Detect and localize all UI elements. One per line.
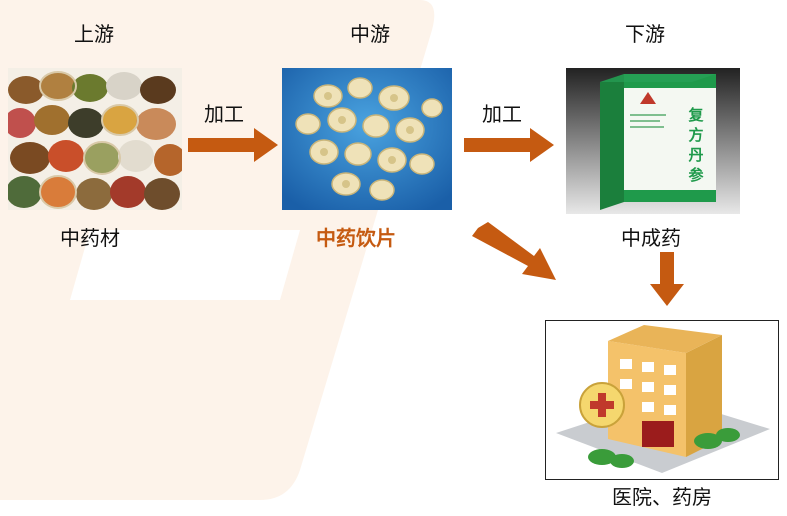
svg-text:丹: 丹 [688,146,703,164]
process-label-1: 加工 [204,102,244,126]
herb-slices-image [282,68,452,210]
herb-sacks-image [8,68,182,210]
hospital-building-image [545,320,779,480]
svg-text:方: 方 [688,126,703,144]
diagonal-arrow [472,222,556,280]
item-label-proprietary-medicine: 中成药 [621,226,681,250]
stage-label-downstream: 下游 [625,22,665,46]
stage-label-midstream: 中游 [350,22,390,46]
svg-text:参: 参 [688,166,704,184]
item-label-raw-herbs: 中药材 [60,226,120,250]
stage-label-upstream: 上游 [74,22,114,46]
process-arrow-1 [188,128,278,162]
process-arrow-2 [464,128,554,162]
item-label-hospital-pharmacy: 医院、药房 [612,485,712,509]
vertical-arrow [650,252,684,306]
svg-text:复: 复 [687,106,704,124]
item-label-decoction-pieces: 中药饮片 [316,226,396,250]
process-label-2: 加工 [482,102,522,126]
medicine-box-image: 复 方 丹 参 [566,68,740,214]
